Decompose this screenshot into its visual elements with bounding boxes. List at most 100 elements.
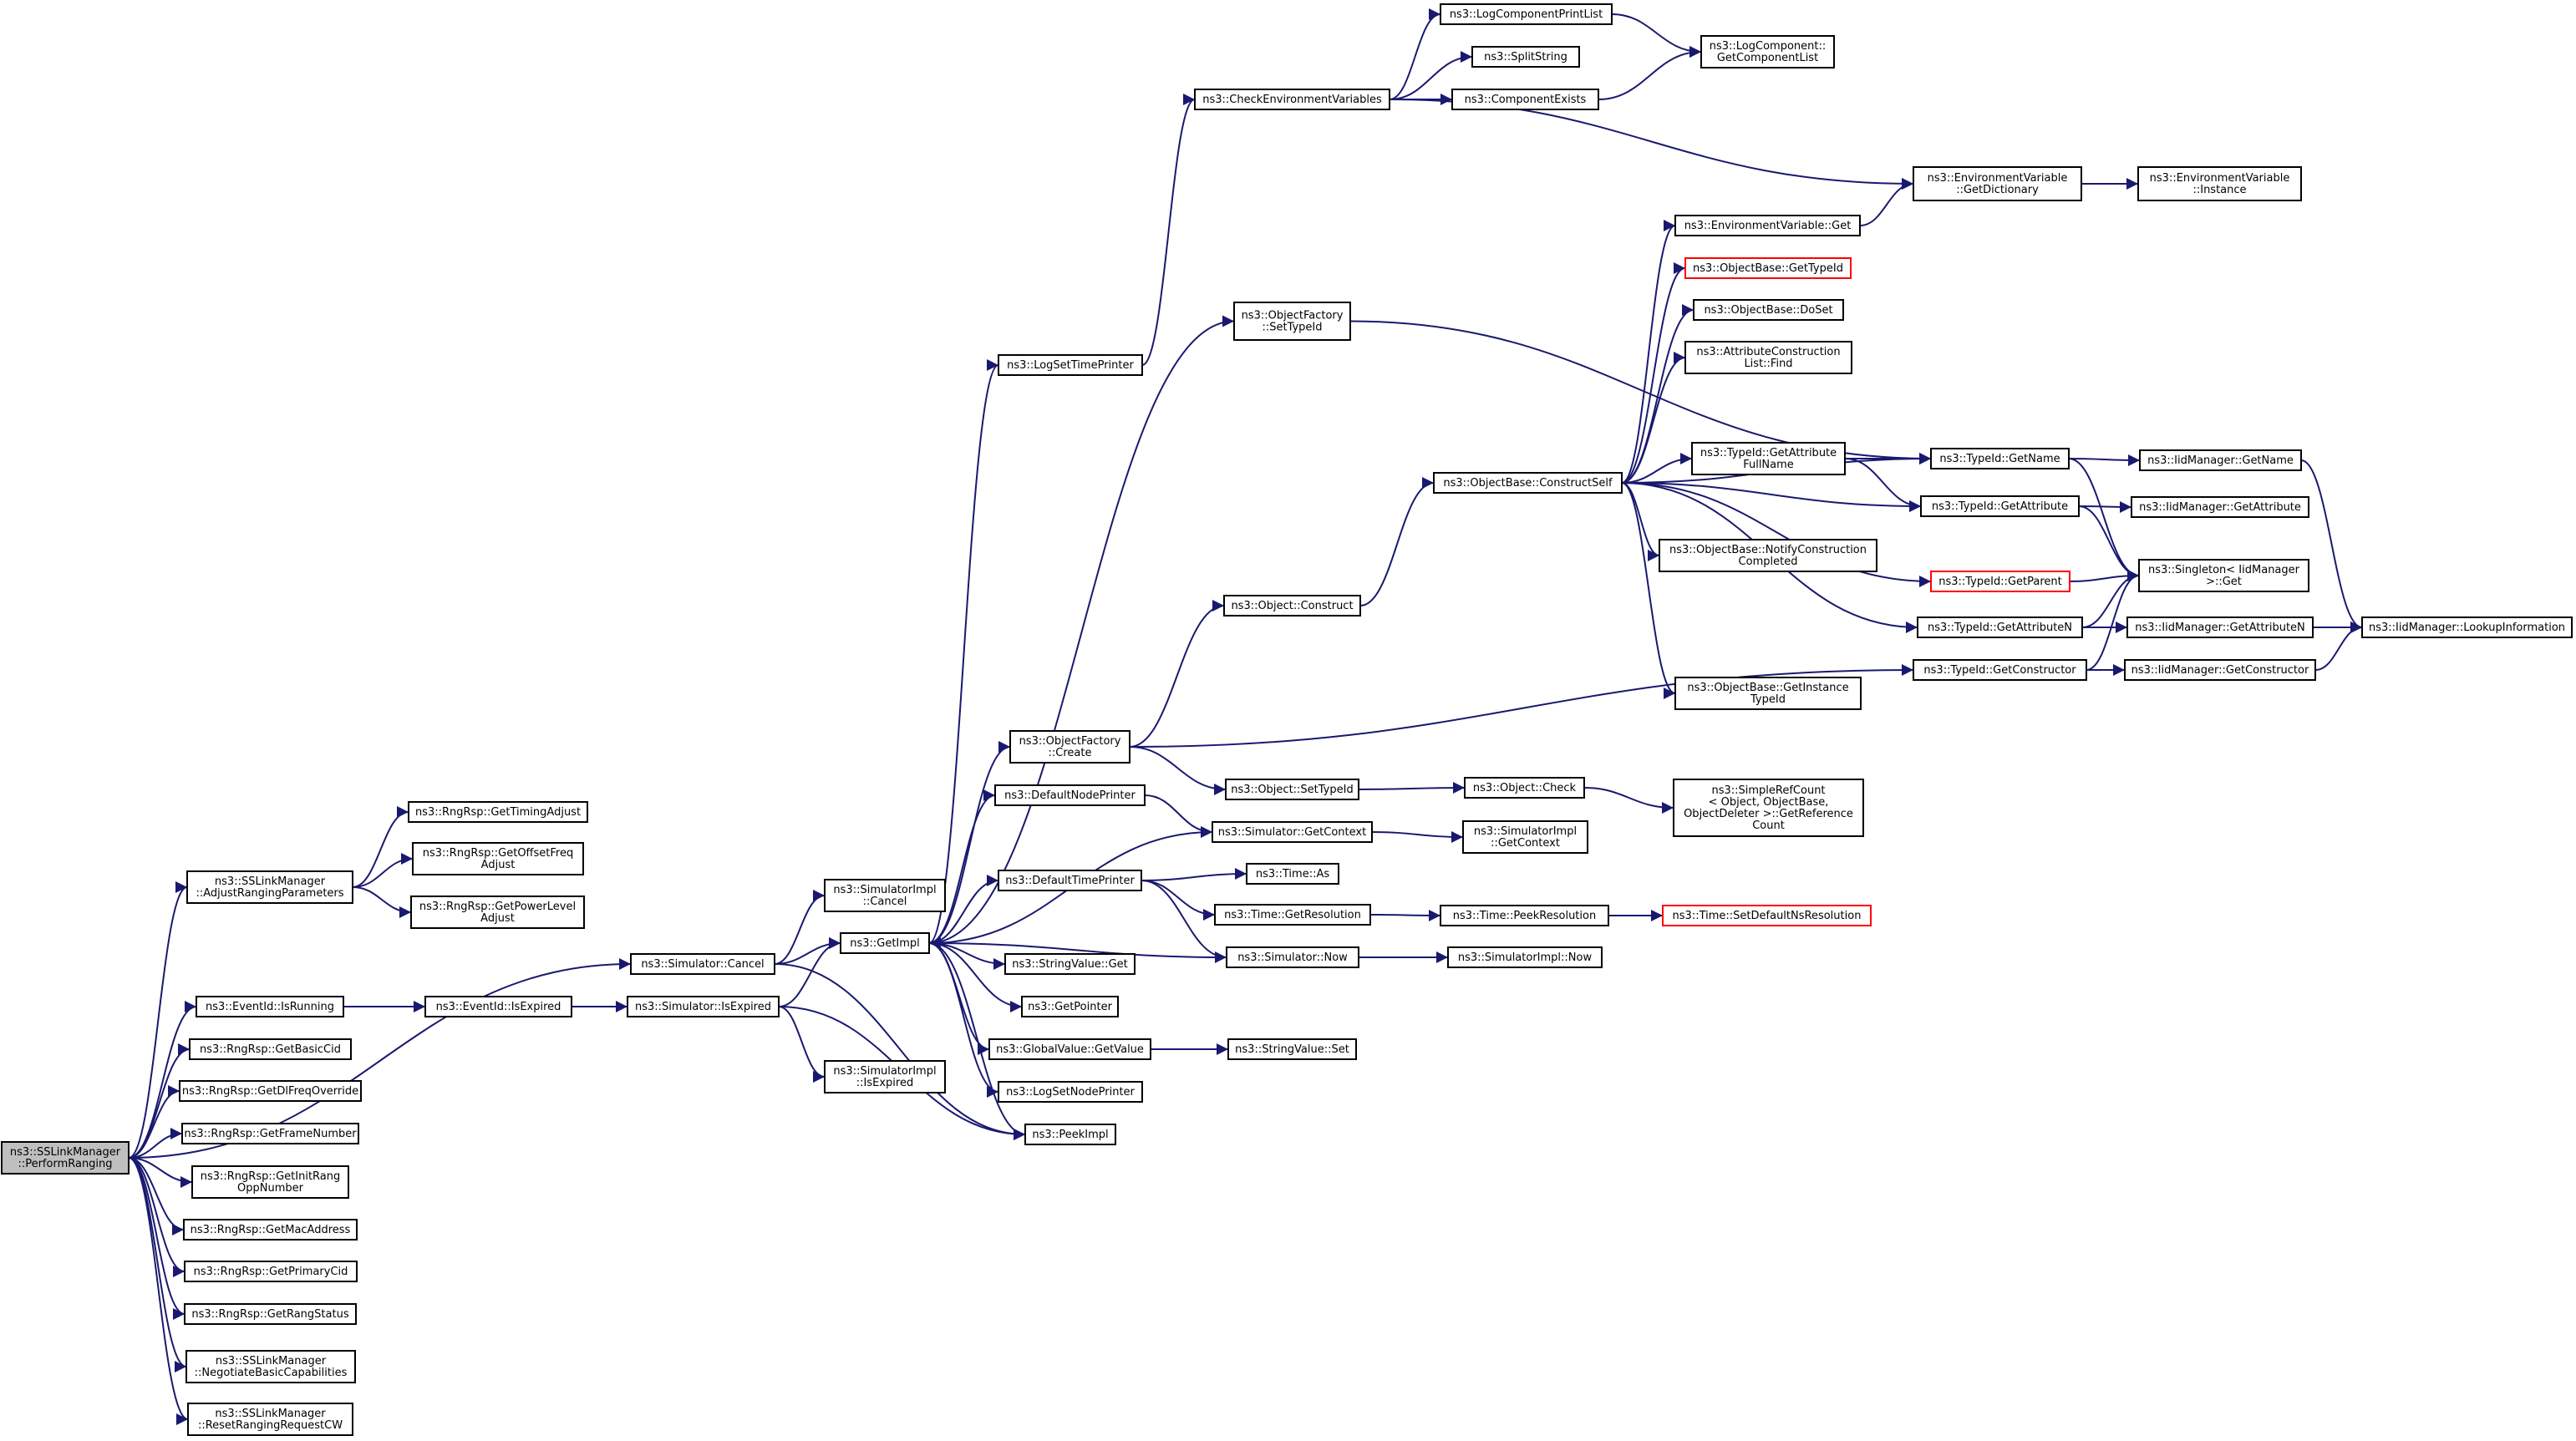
node-negotiate[interactable]: ns3::SSLinkManager::NegotiateBasicCapabi… bbox=[185, 1350, 356, 1383]
node-timepeekresolution[interactable]: ns3::Time::PeekResolution bbox=[1440, 905, 1609, 926]
node-box-iidgetname[interactable] bbox=[2139, 449, 2302, 471]
node-box-getmacaddress[interactable] bbox=[183, 1219, 358, 1241]
node-logsettimeprinter[interactable]: ns3::LogSetTimePrinter bbox=[998, 354, 1143, 376]
node-box-objbasegettypeid[interactable] bbox=[1684, 257, 1852, 279]
node-box-getpointer[interactable] bbox=[1021, 996, 1119, 1017]
node-box-envvargetdict[interactable] bbox=[1913, 166, 2082, 201]
node-box-typeidgetattributen[interactable] bbox=[1917, 616, 2083, 638]
node-box-envvarinstance[interactable] bbox=[2137, 166, 2302, 201]
node-objbasedoset[interactable]: ns3::ObjectBase::DoSet bbox=[1693, 299, 1844, 321]
node-box-singletonget[interactable] bbox=[2138, 559, 2309, 592]
node-box-isrunning[interactable] bbox=[196, 996, 344, 1017]
node-objbaseconstructself[interactable]: ns3::ObjectBase::ConstructSelf bbox=[1433, 472, 1623, 494]
node-objfactorysettypeid[interactable]: ns3::ObjectFactory::SetTypeId bbox=[1233, 302, 1351, 341]
node-box-typeidgetname[interactable] bbox=[1930, 448, 2070, 469]
node-simnow[interactable]: ns3::Simulator::Now bbox=[1226, 946, 1359, 968]
node-box-typeidgetconstructor[interactable] bbox=[1913, 659, 2087, 681]
node-box-typeidgetattribute[interactable] bbox=[1920, 495, 2080, 517]
node-envvarinstance[interactable]: ns3::EnvironmentVariable::Instance bbox=[2137, 166, 2302, 201]
node-peekimpl[interactable]: ns3::PeekImpl bbox=[1024, 1124, 1116, 1145]
node-box-checkenv[interactable] bbox=[1194, 89, 1390, 110]
node-stringvalueget[interactable]: ns3::StringValue::Get bbox=[1004, 953, 1136, 975]
node-box-getpower[interactable] bbox=[410, 896, 585, 929]
node-box-globalvaluegetvalue[interactable] bbox=[988, 1038, 1151, 1060]
node-defaultnodeprinter[interactable]: ns3::DefaultNodePrinter bbox=[994, 784, 1146, 806]
node-simimplisexpired[interactable]: ns3::SimulatorImpl::IsExpired bbox=[824, 1060, 946, 1093]
node-getrangstatus[interactable]: ns3::RngRsp::GetRangStatus bbox=[184, 1303, 357, 1325]
node-eventisexpired[interactable]: ns3::EventId::IsExpired bbox=[424, 996, 572, 1017]
node-box-stringvalueset[interactable] bbox=[1227, 1038, 1357, 1060]
node-box-logcomponentgetlist[interactable] bbox=[1700, 35, 1835, 68]
node-stringvalueset[interactable]: ns3::StringValue::Set bbox=[1227, 1038, 1357, 1060]
node-box-adjust[interactable] bbox=[186, 870, 353, 904]
node-box-defaulttimeprinter[interactable] bbox=[998, 870, 1142, 891]
node-box-simimplgetcontext[interactable] bbox=[1462, 820, 1588, 854]
node-typeidgetattributen[interactable]: ns3::TypeId::GetAttributeN bbox=[1917, 616, 2083, 638]
node-getprimarycid[interactable]: ns3::RngRsp::GetPrimaryCid bbox=[184, 1261, 358, 1282]
node-iidgetattributen[interactable]: ns3::IidManager::GetAttributeN bbox=[2126, 616, 2314, 638]
node-box-peekimpl[interactable] bbox=[1024, 1124, 1116, 1145]
node-logcomponentgetlist[interactable]: ns3::LogComponent::GetComponentList bbox=[1700, 35, 1835, 68]
node-globalvaluegetvalue[interactable]: ns3::GlobalValue::GetValue bbox=[988, 1038, 1151, 1060]
node-resetranging[interactable]: ns3::SSLinkManager::ResetRangingRequestC… bbox=[187, 1403, 353, 1436]
node-typeidgetattribute[interactable]: ns3::TypeId::GetAttribute bbox=[1920, 495, 2080, 517]
node-componentexists[interactable]: ns3::ComponentExists bbox=[1451, 89, 1599, 110]
node-box-objectcheck[interactable] bbox=[1464, 777, 1585, 799]
node-box-simimplisexpired[interactable] bbox=[824, 1060, 946, 1093]
node-getmacaddress[interactable]: ns3::RngRsp::GetMacAddress bbox=[183, 1219, 358, 1241]
node-objectsettypeid[interactable]: ns3::Object::SetTypeId bbox=[1225, 779, 1359, 800]
node-objectconstruct[interactable]: ns3::Object::Construct bbox=[1223, 595, 1361, 616]
node-simcancel[interactable]: ns3::Simulator::Cancel bbox=[630, 953, 775, 975]
node-box-objectconstruct[interactable] bbox=[1223, 595, 1361, 616]
node-box-logsetnodeprinter[interactable] bbox=[998, 1081, 1143, 1103]
node-settimedefaultns[interactable]: ns3::Time::SetDefaultNsResolution bbox=[1662, 905, 1872, 926]
node-box-getrangstatus[interactable] bbox=[184, 1303, 357, 1325]
node-box-getprimarycid[interactable] bbox=[184, 1261, 358, 1282]
node-box-getdlfreq[interactable] bbox=[179, 1080, 362, 1102]
node-adjust[interactable]: ns3::SSLinkManager::AdjustRangingParamet… bbox=[186, 870, 353, 904]
node-envvargetdict[interactable]: ns3::EnvironmentVariable::GetDictionary bbox=[1913, 166, 2082, 201]
node-checkenv[interactable]: ns3::CheckEnvironmentVariables bbox=[1194, 89, 1390, 110]
node-simgetcontext[interactable]: ns3::Simulator::GetContext bbox=[1212, 821, 1373, 843]
node-objfactorycreate[interactable]: ns3::ObjectFactory::Create bbox=[1009, 730, 1130, 764]
node-box-root[interactable] bbox=[1, 1141, 130, 1175]
node-box-simimplnow[interactable] bbox=[1447, 946, 1603, 968]
node-envvarget[interactable]: ns3::EnvironmentVariable::Get bbox=[1674, 215, 1861, 236]
node-getframenumber[interactable]: ns3::RngRsp::GetFrameNumber bbox=[181, 1123, 359, 1144]
node-iidgetattribute[interactable]: ns3::IidManager::GetAttribute bbox=[2131, 496, 2309, 518]
node-getpointer[interactable]: ns3::GetPointer bbox=[1021, 996, 1119, 1017]
node-typeidgetparent[interactable]: ns3::TypeId::GetParent bbox=[1930, 571, 2070, 592]
node-logsetnodeprinter[interactable]: ns3::LogSetNodePrinter bbox=[998, 1081, 1143, 1103]
node-box-attrconstructionfind[interactable] bbox=[1684, 341, 1852, 374]
node-box-simcancel[interactable] bbox=[630, 953, 775, 975]
node-getbasiccid[interactable]: ns3::RngRsp::GetBasicCid bbox=[189, 1038, 352, 1060]
node-box-typeidgetparent[interactable] bbox=[1930, 571, 2070, 592]
node-box-logsettimeprinter[interactable] bbox=[998, 354, 1143, 376]
node-box-eventisexpired[interactable] bbox=[424, 996, 572, 1017]
node-box-iidgetattribute[interactable] bbox=[2131, 496, 2309, 518]
node-simimplcancel[interactable]: ns3::SimulatorImpl::Cancel bbox=[824, 879, 946, 912]
node-box-objfactorycreate[interactable] bbox=[1009, 730, 1130, 764]
node-simimplgetcontext[interactable]: ns3::SimulatorImpl::GetContext bbox=[1462, 820, 1588, 854]
node-box-simnow[interactable] bbox=[1226, 946, 1359, 968]
node-isrunning[interactable]: ns3::EventId::IsRunning bbox=[196, 996, 344, 1017]
node-getimpl[interactable]: ns3::GetImpl bbox=[840, 932, 930, 954]
node-box-iidlookup[interactable] bbox=[2361, 616, 2573, 638]
node-timegetresolution[interactable]: ns3::Time::GetResolution bbox=[1214, 904, 1371, 926]
node-root[interactable]: ns3::SSLinkManager::PerformRanging bbox=[1, 1141, 130, 1175]
node-timeas[interactable]: ns3::Time::As bbox=[1246, 863, 1339, 885]
node-box-envvarget[interactable] bbox=[1674, 215, 1861, 236]
node-defaulttimeprinter[interactable]: ns3::DefaultTimePrinter bbox=[998, 870, 1142, 891]
node-box-iidgetattributen[interactable] bbox=[2126, 616, 2314, 638]
node-iidgetconstructor[interactable]: ns3::IidManager::GetConstructor bbox=[2124, 659, 2316, 681]
node-simimplnow[interactable]: ns3::SimulatorImpl::Now bbox=[1447, 946, 1603, 968]
node-box-gettimingadjust[interactable] bbox=[408, 801, 588, 823]
node-box-getinitrang[interactable] bbox=[191, 1165, 349, 1199]
node-box-getinstancetypeid[interactable] bbox=[1674, 677, 1862, 710]
node-box-componentexists[interactable] bbox=[1451, 89, 1599, 110]
